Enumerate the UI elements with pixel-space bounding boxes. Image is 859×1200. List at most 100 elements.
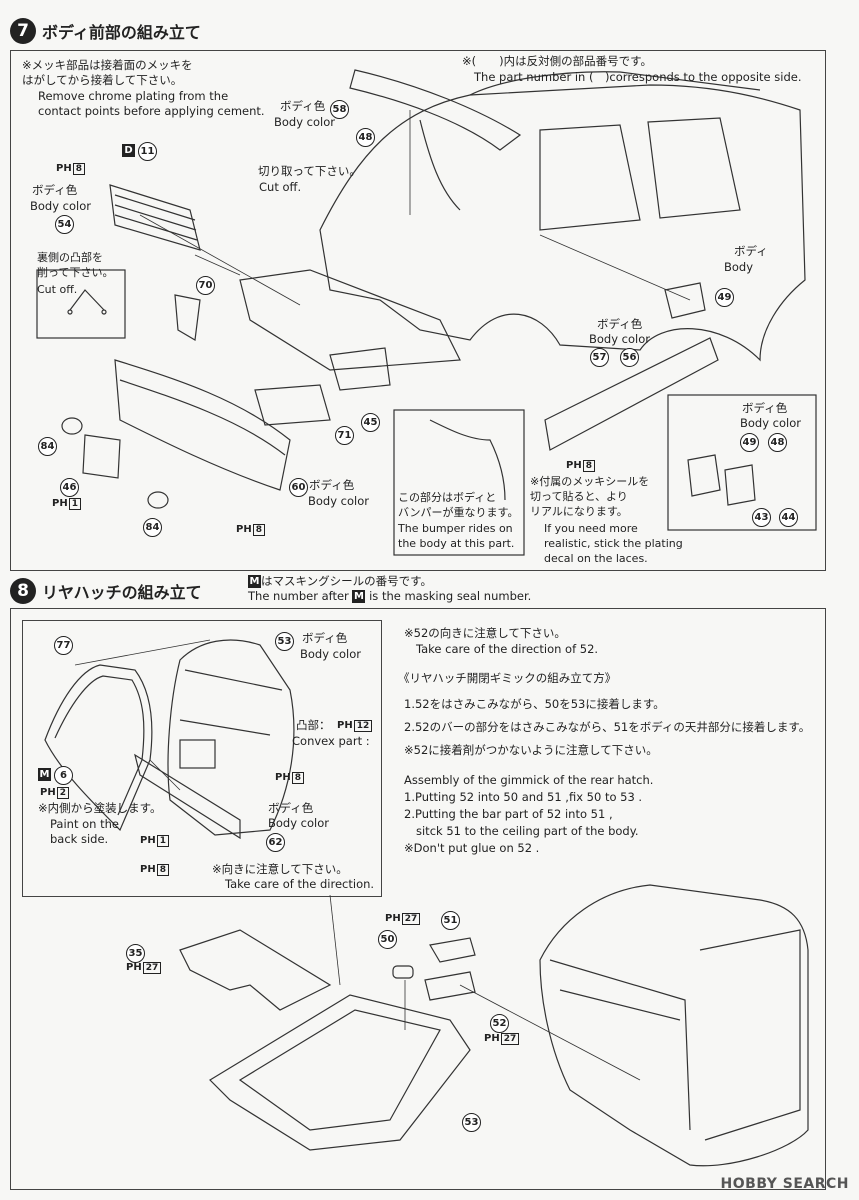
part-51: 51	[441, 911, 460, 930]
part-43: 43	[752, 508, 771, 527]
part-58: 58	[330, 100, 349, 119]
step7-bumper-note-ja: この部分はボディと バンパーが重なります。	[398, 491, 519, 519]
part-45: 45	[361, 413, 380, 432]
step7-decal-note-ja: ※付属のメッキシールを 切って貼ると、より リアルになります。	[530, 475, 650, 518]
step7-bumper-note-en: The bumper rides on the body at this par…	[398, 522, 515, 550]
step8-gimmick-en-3: sitck 51 to the ceiling part of the body…	[416, 824, 639, 838]
part-60: 60	[289, 478, 308, 497]
step7-title: 7 ボディ前部の組み立て	[10, 18, 201, 44]
part-53-lower: 53	[462, 1113, 481, 1132]
part-71: 71	[335, 426, 354, 445]
step8-mask-note-en2: is the masking seal number.	[369, 589, 532, 603]
part-57: 57	[590, 348, 609, 367]
part-54: 54	[55, 215, 74, 234]
step7-body-color-54-en: Body color	[30, 199, 92, 213]
step8-body-color-62-ja: ボディ色	[268, 801, 314, 815]
step8-title: 8 リヤハッチの組み立て	[10, 578, 202, 604]
part-11: 11	[138, 142, 157, 161]
step7-body-color-58-ja: ボディ色	[280, 99, 326, 113]
part-35: 35	[126, 944, 145, 963]
step7-panel	[10, 50, 826, 571]
part-84-b: 84	[143, 518, 162, 537]
step7-cut-off-en: Cut off.	[259, 180, 302, 194]
m-label-77: M	[38, 768, 51, 781]
part-49: 49	[715, 288, 734, 307]
step7-body-color-57-en: Body color	[589, 332, 651, 346]
step8-number: 8	[10, 578, 36, 604]
step8-note52-en: Take care of the direction of 52.	[416, 642, 599, 656]
step8-gimmick-3: ※52に接着剤がつかないように注意して下さい。	[404, 743, 658, 757]
part-44: 44	[779, 508, 798, 527]
part-46: 46	[60, 478, 79, 497]
step8-gimmick-1: 1.52をはさみこみながら、50を53に接着します。	[404, 697, 665, 711]
step8-paint-inside-ja: ※内側から塗装します。	[38, 801, 162, 815]
step8-body-color-53-en: Body color	[300, 647, 362, 661]
step7-chrome-note-ja: ※メッキ部品は接着面のメッキを はがしてから接着して下さい。	[22, 58, 193, 87]
step8-body-color-53-ja: ボディ色	[302, 631, 348, 645]
step7-number: 7	[10, 18, 36, 44]
step8-direction-en: Take care of the direction.	[225, 877, 375, 891]
step7-body-ja: ボディ	[734, 244, 768, 258]
part-50: 50	[378, 930, 397, 949]
step8-body-color-62-en: Body color	[268, 816, 330, 830]
step7-chrome-note-en: Remove chrome plating from the contact p…	[38, 89, 265, 118]
step8-gimmick-en-2: 2.Putting the bar part of 52 into 51 ,	[404, 807, 613, 821]
step8-convex-ja: 凸部：	[296, 718, 331, 732]
step7-body-color-58-en: Body color	[274, 115, 336, 129]
step8-title-text: リヤハッチの組み立て	[42, 583, 202, 602]
step8-gimmick-title: 《リヤハッチ開閉ギミックの組み立て方》	[398, 671, 617, 685]
step7-convex-cut-ja: 裏側の凸部を 削って下さい。	[37, 251, 114, 279]
step8-direction-ja: ※向きに注意して下さい。	[212, 862, 348, 876]
step8-hatch-inset	[22, 620, 382, 897]
step7-title-text: ボディ前部の組み立て	[42, 23, 201, 42]
part-77: 77	[54, 636, 73, 655]
m-mask-icon-2: M	[352, 590, 366, 603]
part-84-a: 84	[38, 437, 57, 456]
part-m6: 6	[54, 766, 73, 785]
part-48-inset: 48	[768, 433, 787, 452]
step7-body-color-54-ja: ボディ色	[32, 183, 78, 197]
watermark: HOBBY SEARCH	[720, 1176, 849, 1192]
step7-body-en: Body	[724, 260, 754, 274]
step8-note52-ja: ※52の向きに注意して下さい。	[404, 626, 566, 640]
step8-mask-note-en: The number after	[248, 589, 349, 603]
step8-panel	[10, 608, 826, 1190]
step7-opposite-note-en: The part number in ( )corresponds to the…	[474, 70, 802, 84]
step8-mask-note-ja: はマスキングシールの番号です。	[261, 574, 433, 588]
part-56: 56	[620, 348, 639, 367]
step8-paint-inside-en: Paint on the back side.	[50, 817, 119, 846]
step8-gimmick-en-title: Assembly of the gimmick of the rear hatc…	[404, 773, 654, 787]
step7-body-color-60-en: Body color	[308, 494, 370, 508]
part-53: 53	[275, 632, 294, 651]
part-49-inset: 49	[740, 433, 759, 452]
m-mask-icon: M	[248, 575, 261, 588]
step7-body-color-60-ja: ボディ色	[309, 478, 355, 492]
step7-opposite-note-ja: ※( )内は反対側の部品番号です。	[462, 54, 652, 68]
d-runner-label: D	[122, 144, 135, 157]
step7-body-color-49-ja: ボディ色	[742, 401, 788, 415]
step7-body-color-57-ja: ボディ色	[597, 317, 643, 331]
step8-gimmick-en-1: 1.Putting 52 into 50 and 51 ,fix 50 to 5…	[404, 790, 643, 804]
step7-convex-cut-en: Cut off.	[37, 283, 78, 296]
step7-decal-note-en: If you need more realistic, stick the pl…	[544, 522, 683, 565]
part-48: 48	[356, 128, 375, 147]
step7-cut-off-ja: 切り取って下さい。	[258, 164, 361, 178]
step7-body-color-49-en: Body color	[740, 416, 802, 430]
part-62: 62	[266, 833, 285, 852]
part-70: 70	[196, 276, 215, 295]
step8-convex-en: Convex part :	[292, 734, 370, 748]
